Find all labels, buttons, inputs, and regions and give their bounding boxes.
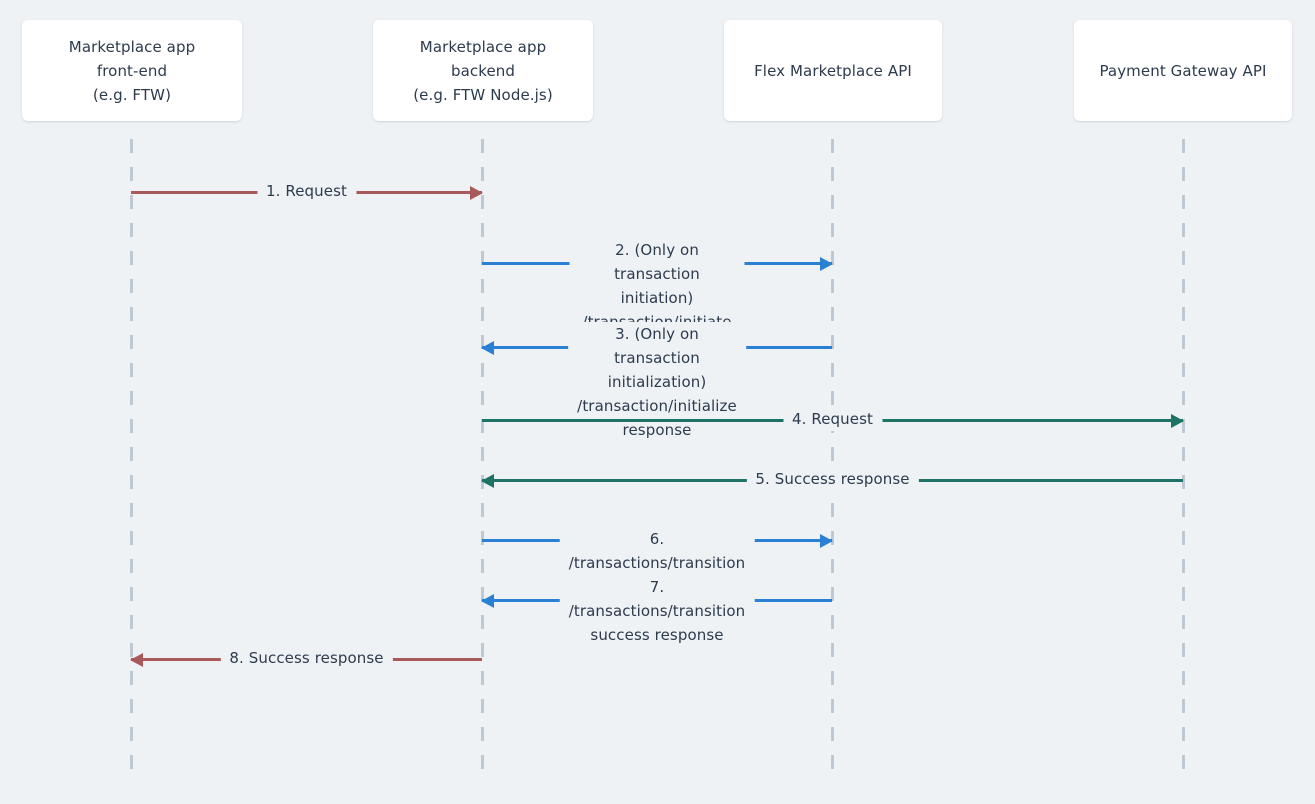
arrowhead-left-icon bbox=[481, 474, 494, 488]
message-label: 3. (Only on transaction initialization) … bbox=[568, 322, 746, 442]
arrowhead-left-icon bbox=[130, 653, 143, 667]
participant-label: Marketplace app backend (e.g. FTW Node.j… bbox=[413, 37, 553, 104]
participant-payment-gateway: Payment Gateway API bbox=[1074, 20, 1292, 121]
arrowhead-right-icon bbox=[820, 534, 833, 548]
participant-label: Flex Marketplace API bbox=[754, 61, 912, 80]
participant-backend: Marketplace app backend (e.g. FTW Node.j… bbox=[373, 20, 593, 121]
message-label: 7. /transactions/transition success resp… bbox=[559, 575, 755, 647]
arrowhead-right-icon bbox=[470, 186, 483, 200]
lifeline-payment-gateway bbox=[1182, 139, 1185, 773]
message-label: 1. Request bbox=[256, 179, 357, 203]
participant-label: Marketplace app front-end (e.g. FTW) bbox=[68, 37, 196, 104]
lifeline-flex-api bbox=[831, 139, 834, 773]
message-label: 5. Success response bbox=[746, 467, 919, 491]
lifeline-backend bbox=[481, 139, 484, 773]
arrowhead-left-icon bbox=[481, 341, 494, 355]
lifeline-frontend bbox=[130, 139, 133, 773]
participant-frontend: Marketplace app front-end (e.g. FTW) bbox=[22, 20, 242, 121]
message-label: 4. Request bbox=[782, 407, 883, 431]
participant-flex-api: Flex Marketplace API bbox=[724, 20, 942, 121]
participant-label: Payment Gateway API bbox=[1099, 61, 1267, 80]
arrowhead-left-icon bbox=[481, 594, 494, 608]
arrowhead-right-icon bbox=[1171, 414, 1184, 428]
arrowhead-right-icon bbox=[820, 257, 833, 271]
message-label: 8. Success response bbox=[220, 646, 393, 670]
